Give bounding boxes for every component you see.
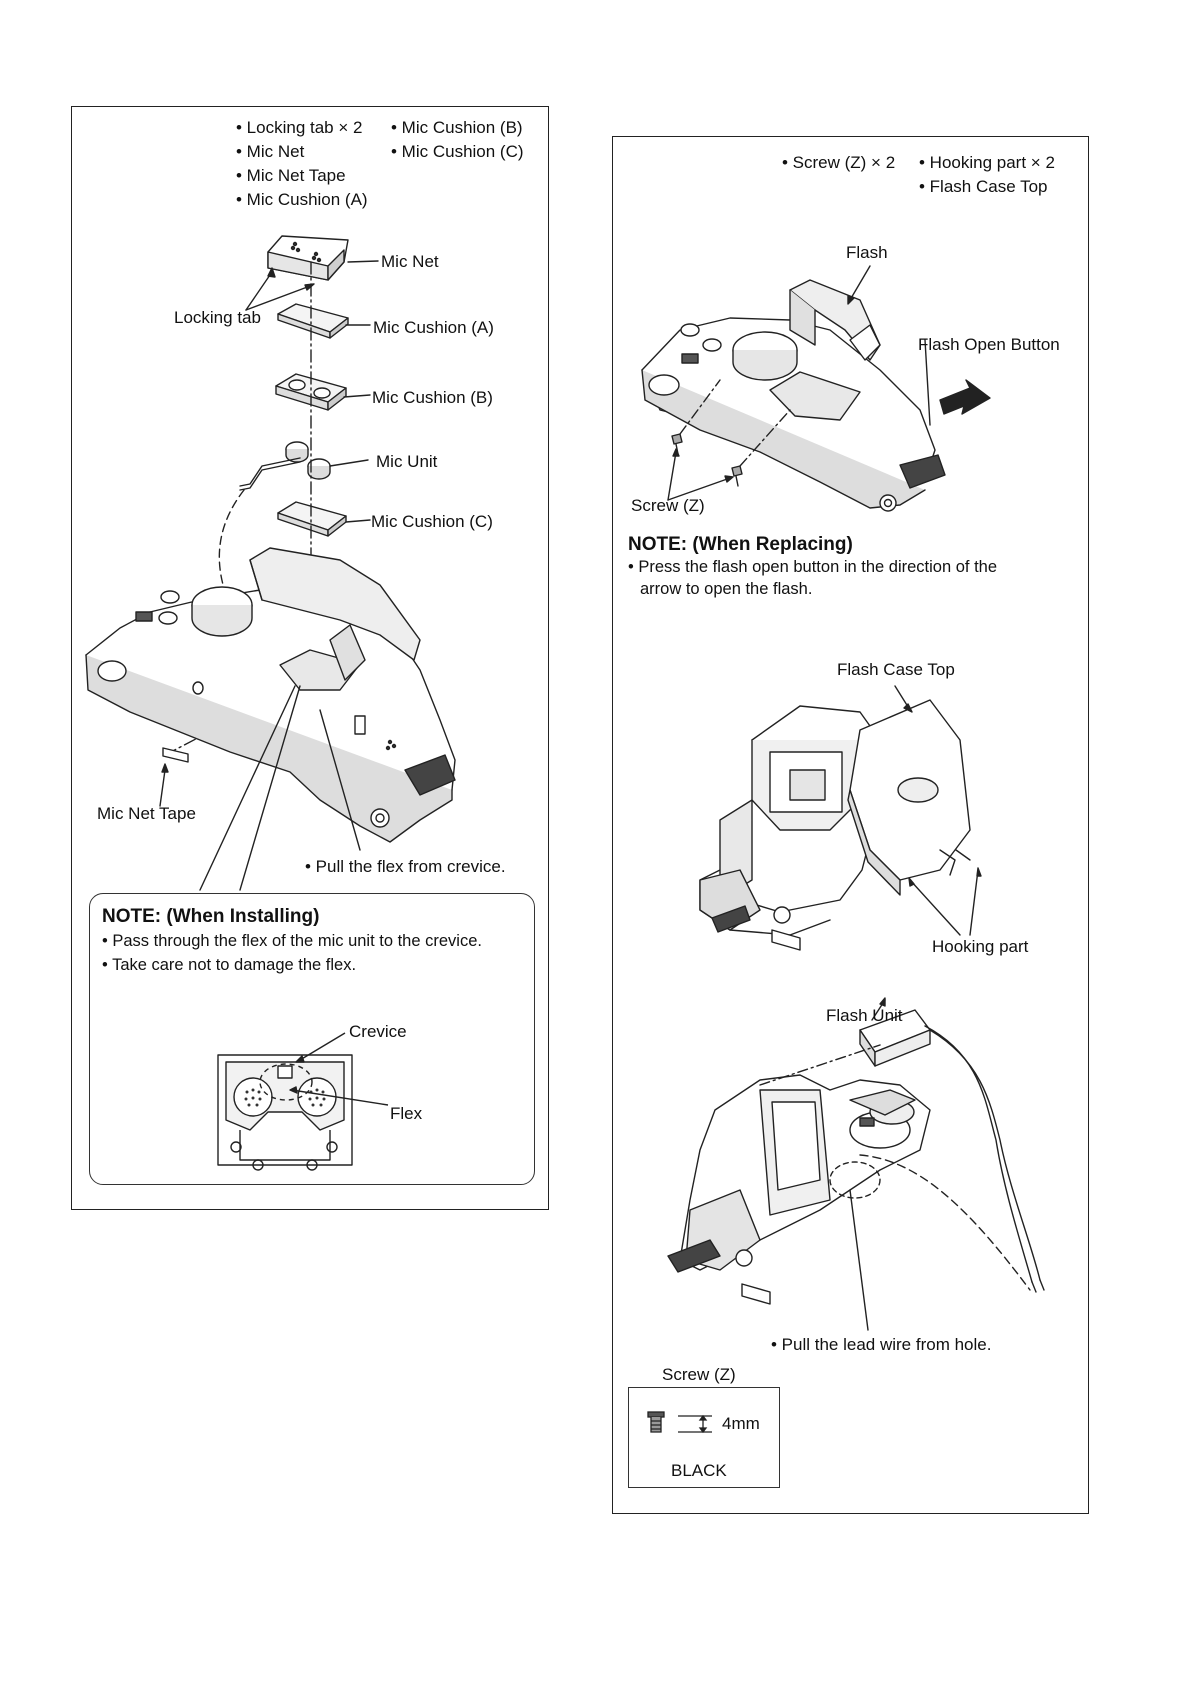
parts-list-item: • Screw (Z) × 2: [782, 153, 896, 172]
replacing-note-title: NOTE: (When Replacing): [628, 534, 853, 555]
callout-flash-open-button: Flash Open Button: [918, 335, 1060, 354]
callout-flash-case-top: Flash Case Top: [837, 660, 955, 679]
camera-top-body-right: [641, 279, 946, 512]
installing-note-title: NOTE: (When Installing): [102, 906, 320, 927]
parts-list-item: • Flash Case Top: [919, 177, 1048, 196]
callout-flash: Flash: [846, 243, 888, 262]
parts-list-item: • Hooking part × 2: [919, 153, 1055, 172]
parts-list-item: • Mic Cushion (C): [391, 142, 524, 161]
parts-list-item: • Mic Cushion (A): [236, 190, 368, 209]
callout-flash-unit: Flash Unit: [826, 1006, 903, 1025]
callout-mic-net-tape: Mic Net Tape: [97, 804, 196, 823]
callout-pull-flex: • Pull the flex from crevice.: [305, 857, 506, 876]
installing-note-line: • Take care not to damage the flex.: [102, 956, 357, 974]
parts-list-item: • Mic Net: [236, 142, 305, 161]
callout-mic-cushion-b: Mic Cushion (B): [372, 388, 493, 407]
flash-case-assembly: [699, 699, 971, 951]
screw-spec-color: BLACK: [671, 1461, 727, 1480]
parts-list-item: • Mic Cushion (B): [391, 118, 523, 137]
callout-flex: Flex: [390, 1104, 423, 1123]
screw-spec-length: 4mm: [722, 1414, 760, 1433]
flash-unit-assembly: [667, 1009, 1045, 1305]
replacing-note-line: • Press the flash open button in the dir…: [628, 558, 998, 576]
callout-pull-lead-wire: • Pull the lead wire from hole.: [771, 1335, 992, 1354]
callout-mic-net: Mic Net: [381, 252, 439, 271]
screw-icon: [647, 1411, 665, 1418]
replacing-note-line: arrow to open the flash.: [640, 580, 813, 598]
callout-screw-z: Screw (Z): [631, 496, 705, 515]
mic-net-part: [267, 235, 349, 281]
callout-mic-unit: Mic Unit: [376, 452, 438, 471]
callout-hooking-part: Hooking part: [932, 937, 1029, 956]
callout-locking-tab: Locking tab: [174, 308, 261, 327]
parts-list-item: • Locking tab × 2: [236, 118, 363, 137]
callout-mic-cushion-a: Mic Cushion (A): [373, 318, 494, 337]
installing-note-line: • Pass through the flex of the mic unit …: [102, 932, 482, 950]
parts-list-item: • Mic Net Tape: [236, 166, 346, 185]
camera-top-body-left: [85, 547, 456, 843]
screw-icon: [671, 433, 743, 487]
callout-crevice: Crevice: [349, 1022, 407, 1041]
screw-spec-box: [628, 1387, 780, 1488]
callout-mic-cushion-c: Mic Cushion (C): [371, 512, 493, 531]
screw-spec-title: Screw (Z): [662, 1365, 736, 1384]
